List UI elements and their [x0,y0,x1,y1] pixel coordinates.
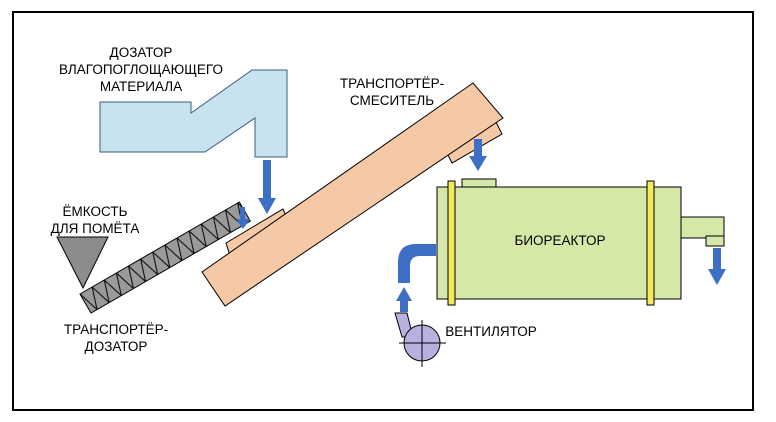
label-mixer-line1: ТРАНСПОРТЁР- [340,76,444,91]
diagram-frame [12,11,754,411]
label-mixer-line2: СМЕСИТЕЛЬ [350,93,434,108]
absorbent-doser-hopper [99,69,288,158]
label-reactor: БИОРЕАКТОР [514,233,605,248]
arrow-mixer-to-reactor [469,139,487,171]
mixer-conveyor [201,82,504,307]
label-fan: ВЕНТИЛЯТОР [445,324,536,339]
label-doser-line3: МАТЕРИАЛА [100,79,182,94]
air-duct [398,244,436,283]
arrow-screw-to-mixer [236,207,250,229]
label-tank-line2: ДЛЯ ПОМЁТА [51,221,140,236]
arrow-fan-to-duct [396,287,412,312]
arrow-doser-to-mixer [258,160,276,214]
label-screw-line2: ДОЗАТОР [85,339,148,354]
label-screw-line1: ТРАНСПОРТЁР- [64,322,168,337]
label-doser-line1: ДОЗАТОР [110,45,173,60]
arrow-reactor-output [708,248,726,285]
bioreactor [436,178,725,306]
label-doser-line2: ВЛАГОПОГЛОЩАЮЩЕГО [59,62,223,77]
label-tank-line1: ЁМКОСТЬ [63,204,128,219]
manure-tank [56,236,109,290]
fan [394,312,446,367]
